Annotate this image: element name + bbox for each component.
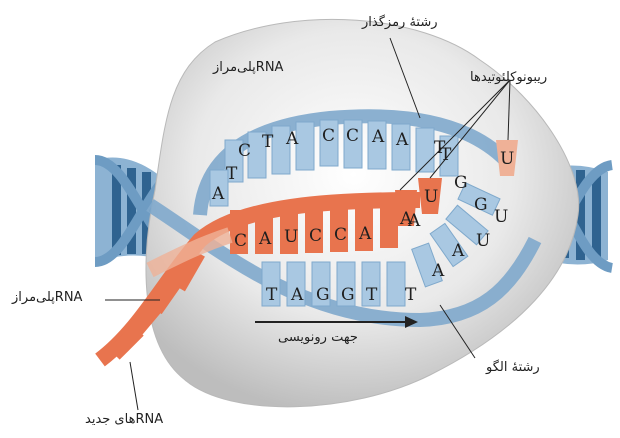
base-letter: A <box>211 184 225 204</box>
base-letter: A <box>258 229 272 249</box>
transcription-direction-label: جهت رونویسی <box>278 330 358 345</box>
base-letter: C <box>346 126 359 146</box>
base-letter: C <box>234 231 247 251</box>
base-letter: A <box>431 261 445 281</box>
base-letter: T <box>262 132 274 152</box>
base-letter: U <box>494 207 508 227</box>
base-letter: C <box>309 226 322 246</box>
new-rna-leader <box>130 362 138 410</box>
template-strand-label: رشتهٔ الگو <box>486 360 540 375</box>
base-letter: T <box>366 285 378 305</box>
polymerase-label-left: RNAپلی‌مراز <box>12 290 82 305</box>
base-letter: A <box>290 285 304 305</box>
base-letter: U <box>476 231 490 251</box>
base-letter: G <box>474 195 488 215</box>
base-letter: C <box>322 126 335 146</box>
base-letter: A <box>395 130 409 150</box>
base-letter: C <box>334 225 347 245</box>
base-letter: T <box>405 285 417 305</box>
base-letter: A <box>285 129 299 149</box>
base-letter: G <box>454 173 468 193</box>
polymerase-label-top: RNAپلی‌مراز <box>213 60 283 75</box>
base-letter: A <box>451 241 465 261</box>
base-letter: T <box>266 285 278 305</box>
base-letter: G <box>341 285 355 305</box>
base-letter: A <box>407 211 421 231</box>
base-letter: U <box>284 227 298 247</box>
coding-strand-label: رشتهٔ رمزگذار <box>362 15 438 30</box>
base-letter: A <box>358 224 372 244</box>
base-letter: U <box>500 149 514 169</box>
base-letter: G <box>316 285 330 305</box>
base-letter: U <box>424 187 438 207</box>
ribonucleotides-label: ریبونوکلئوتیدها <box>470 70 547 85</box>
base-letter: T <box>440 145 452 165</box>
new-rna-label: RNAهای جدید <box>85 412 163 427</box>
base-letter: A <box>371 127 385 147</box>
base-letter: C <box>238 141 251 161</box>
base-letter: T <box>226 164 238 184</box>
